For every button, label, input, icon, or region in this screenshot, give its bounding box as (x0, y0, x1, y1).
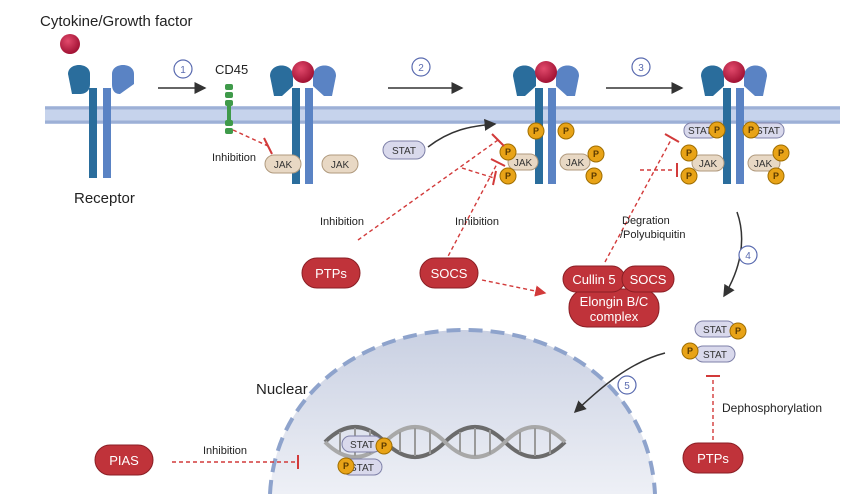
svg-text:P: P (687, 346, 693, 356)
socs-complex-text: SOCS (630, 272, 667, 287)
svg-text:STAT: STAT (350, 440, 374, 451)
socs-text: SOCS (431, 266, 468, 281)
stat-free-label: STAT (392, 146, 416, 157)
e3-ligase-complex (562, 265, 675, 328)
svg-text:STAT: STAT (703, 325, 727, 336)
receptor-label: Receptor (74, 190, 135, 207)
step-5-number: 5 (624, 381, 630, 392)
stat-dimer-cytoplasm: STAT STAT P P (681, 320, 747, 363)
receptor-stat-docked (701, 61, 767, 184)
svg-text:P: P (563, 126, 569, 136)
step-1-number: 1 (180, 65, 186, 76)
svg-text:P: P (533, 126, 539, 136)
phospho-group-4: P P P P P P (680, 121, 790, 185)
svg-text:STAT: STAT (350, 463, 374, 474)
svg-text:P: P (735, 326, 741, 336)
elongin-text-2: complex (590, 309, 639, 324)
svg-text:P: P (591, 171, 597, 181)
cullin5-text: Cullin 5 (572, 272, 615, 287)
dna-helix (323, 425, 567, 459)
step-4-badge (738, 245, 758, 265)
ptps-inhibition-label: Inhibition (320, 216, 364, 228)
svg-text:P: P (714, 125, 720, 135)
socs-inhibition-label: Inhibition (455, 216, 499, 228)
svg-text:P: P (593, 149, 599, 159)
cd45-phosphatase (225, 84, 233, 134)
step-1-badge (173, 59, 193, 79)
degradation-label-2: /Polyubiquitin (620, 229, 685, 241)
svg-text:P: P (343, 461, 349, 471)
ptps-box-left (301, 257, 361, 289)
ptps-left-text: PTPs (315, 266, 347, 281)
svg-text:P: P (381, 441, 387, 451)
pias-inhibition-label: Inhibition (203, 445, 247, 457)
cd45-label: CD45 (215, 62, 248, 77)
socs-box (419, 257, 479, 289)
svg-text:STAT: STAT (703, 350, 727, 361)
jak-label-4b: JAK (754, 159, 773, 170)
svg-text:P: P (686, 148, 692, 158)
nuclear-label: Nuclear (256, 381, 308, 398)
jak-label-3b: JAK (566, 158, 585, 169)
ligand-label: Cytokine/Growth factor (40, 13, 193, 30)
svg-text:P: P (748, 125, 754, 135)
stat-docked-a: STAT (688, 126, 712, 137)
svg-text:P: P (773, 171, 779, 181)
receptor-unbound (68, 65, 134, 178)
svg-text:P: P (505, 147, 511, 157)
dephosphorylation-label: Dephosphorylation (722, 401, 822, 415)
phospho-group-3: P P P P P P (499, 122, 605, 185)
step-4-number: 4 (745, 251, 751, 262)
cd45-inhibition-label: Inhibition (212, 152, 256, 164)
jak-label-2a: JAK (274, 160, 293, 171)
step-3-badge (631, 57, 651, 77)
ptps-right-text: PTPs (697, 451, 729, 466)
free-ligand (60, 34, 80, 54)
jak-label-2b: JAK (331, 160, 350, 171)
jak-label-4a: JAK (699, 159, 718, 170)
degradation-label-1: Degration (622, 215, 670, 227)
step-5-badge (617, 375, 637, 395)
svg-text:P: P (505, 171, 511, 181)
nucleus (268, 327, 657, 494)
step-2-number: 2 (418, 63, 424, 74)
pias-box (94, 444, 154, 476)
receptor-bound-inactive (270, 61, 336, 184)
step-2-badge (411, 57, 431, 77)
pias-text: PIAS (109, 453, 139, 468)
stat-docked-b: STAT (756, 126, 780, 137)
ptps-box-right (682, 442, 744, 474)
elongin-text-1: Elongin B/C (580, 294, 649, 309)
jak-label-3a: JAK (514, 158, 533, 169)
step-3-number: 3 (638, 63, 644, 74)
cell-membrane (45, 106, 840, 124)
stat-dimer-nucleus: STAT STAT P P (337, 435, 393, 476)
svg-text:P: P (686, 171, 692, 181)
svg-text:P: P (778, 148, 784, 158)
